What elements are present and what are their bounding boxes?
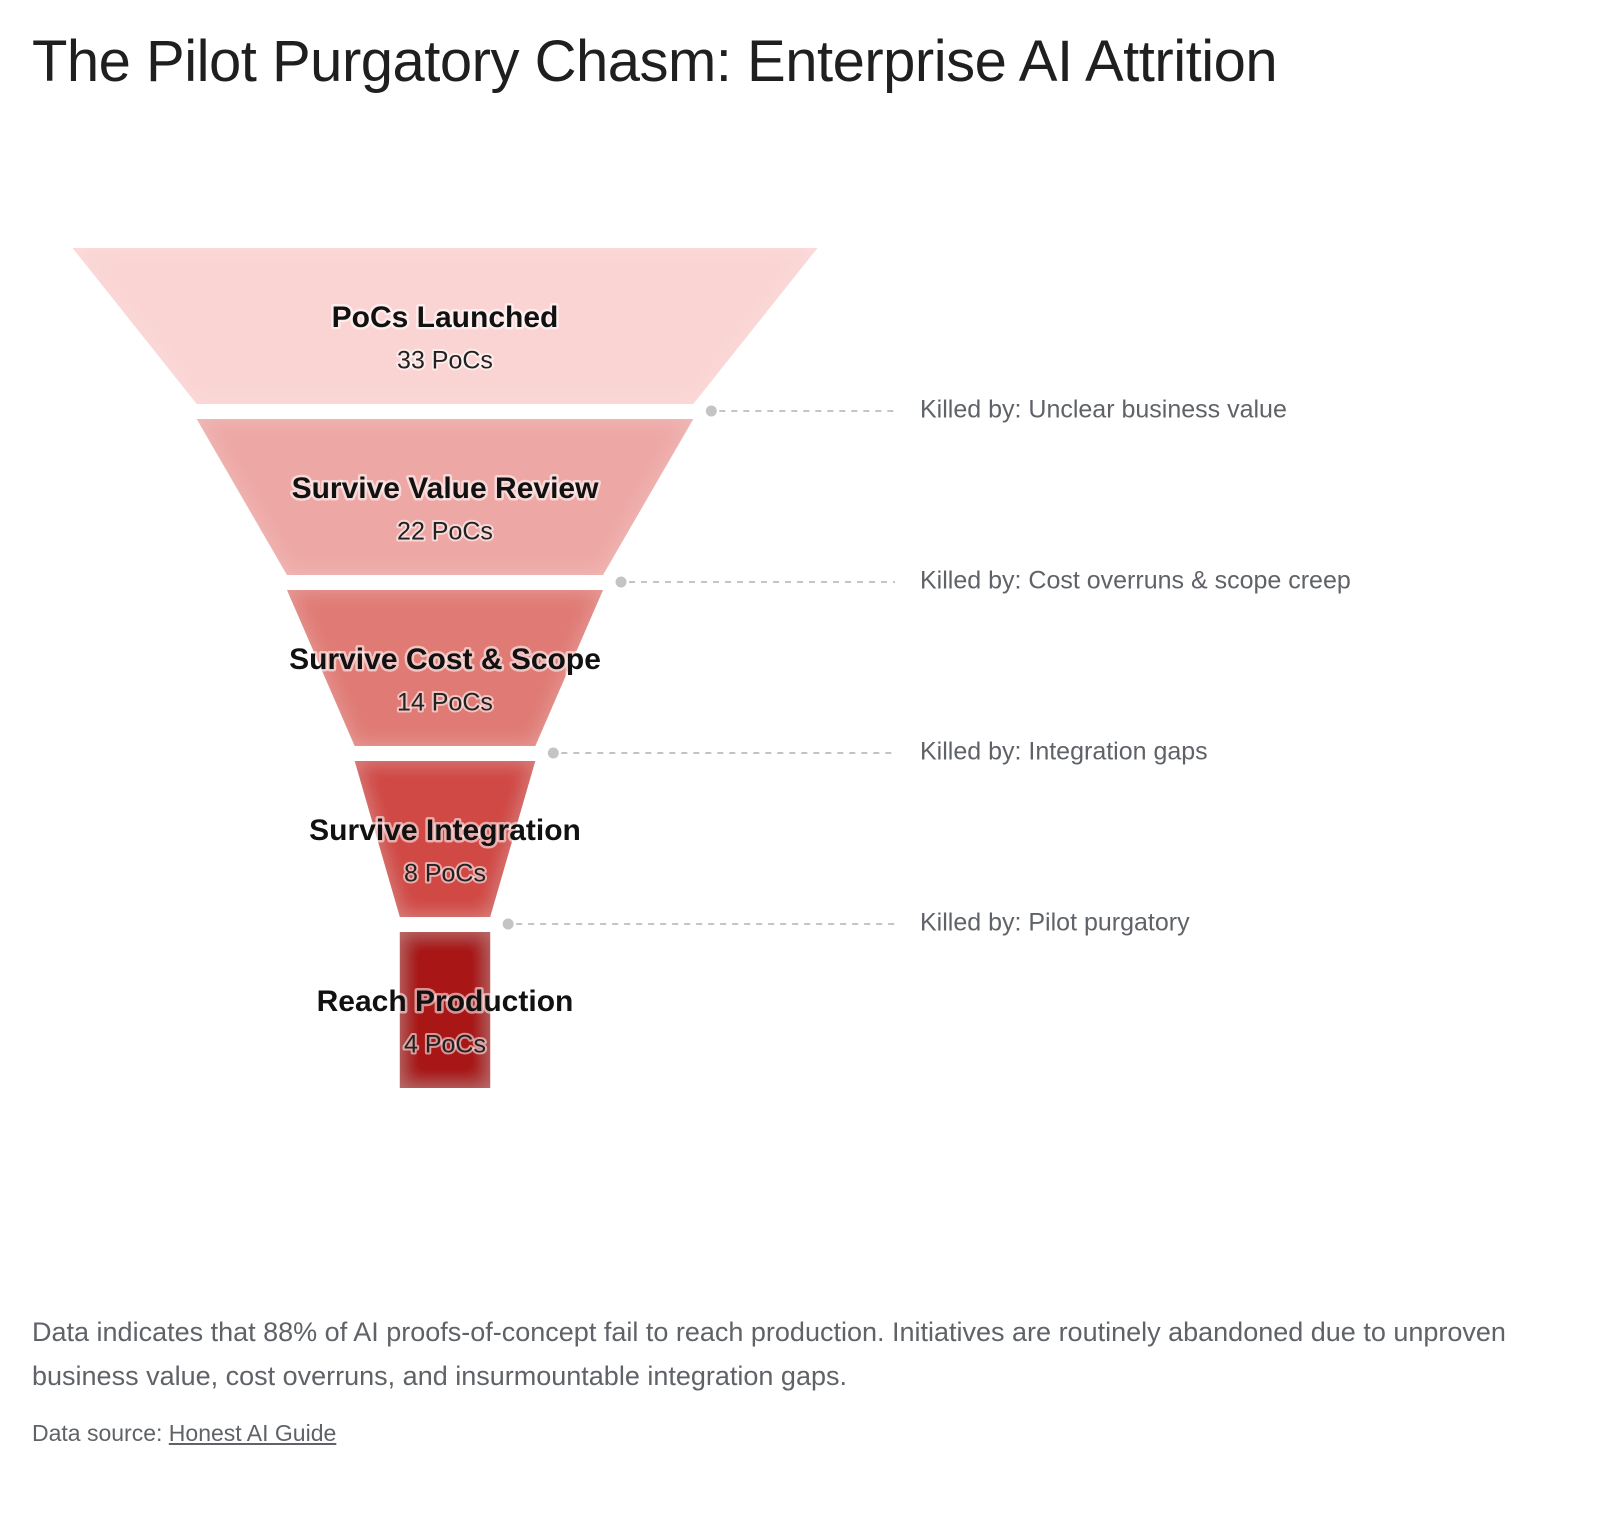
data-source: Data source: Honest AI Guide [32, 1420, 336, 1447]
drop-annotation: Killed by: Cost overruns & scope creep [615, 567, 1351, 595]
stage-label: Survive Cost & Scope [289, 643, 601, 676]
stage-value: 8 PoCs [404, 860, 486, 888]
connector-dot [547, 747, 559, 759]
data-source-prefix: Data source: [32, 1420, 169, 1446]
funnel-stage-3 [286, 590, 604, 746]
stage-label: Survive Value Review [292, 472, 600, 505]
drop-reason-label: Killed by: Unclear business value [920, 396, 1287, 424]
stage-value: 14 PoCs [397, 689, 493, 717]
funnel-stage-5 [399, 932, 491, 1088]
funnel-stage-1 [72, 248, 818, 404]
funnel-chart: Killed by: Unclear business valueKilled … [72, 248, 1351, 1088]
stage-value: 4 PoCs [404, 1031, 486, 1059]
connector-dot [705, 405, 717, 417]
drop-annotations: Killed by: Unclear business valueKilled … [502, 396, 1351, 937]
drop-reason-label: Killed by: Cost overruns & scope creep [920, 567, 1351, 595]
drop-reason-label: Killed by: Integration gaps [920, 738, 1208, 766]
stage-value: 22 PoCs [397, 518, 493, 546]
chart-title: The Pilot Purgatory Chasm: Enterprise AI… [32, 29, 1278, 94]
stage-label: Survive Integration [309, 814, 581, 847]
stage-value: 33 PoCs [397, 347, 493, 375]
drop-annotation: Killed by: Pilot purgatory [502, 909, 1190, 937]
drop-annotation: Killed by: Unclear business value [705, 396, 1287, 424]
stage-label: PoCs Launched [332, 301, 559, 334]
drop-reason-label: Killed by: Pilot purgatory [920, 909, 1190, 937]
funnel-stages [72, 248, 818, 1088]
connector-dot [615, 576, 627, 588]
stage-label: Reach Production [317, 985, 574, 1018]
chart-caption: Data indicates that 88% of AI proofs-of-… [32, 1317, 1506, 1391]
data-source-link[interactable]: Honest AI Guide [168, 1420, 337, 1446]
funnel-stage-4 [354, 761, 536, 917]
drop-annotation: Killed by: Integration gaps [547, 738, 1208, 766]
connector-dot [502, 918, 514, 930]
funnel-stage-2 [196, 419, 694, 575]
